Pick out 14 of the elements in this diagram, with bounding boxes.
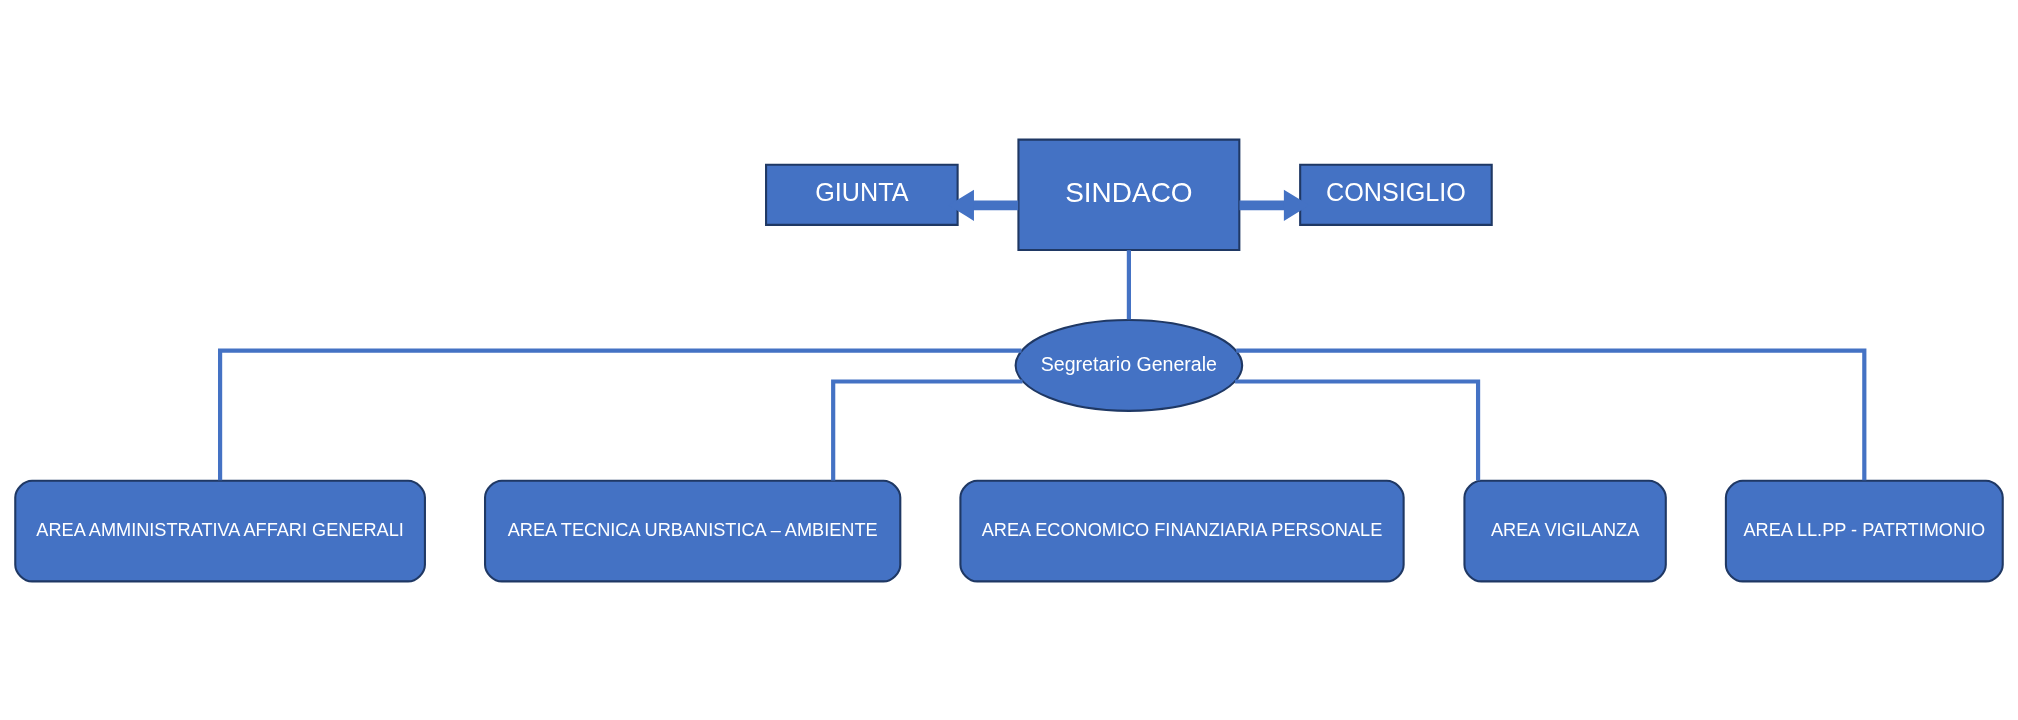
node-box: AREA LL.PP - PATRTIMONIO xyxy=(1724,479,2004,582)
node-box: AREA TECNICA URBANISTICA – AMBIENTE xyxy=(484,479,902,582)
node-ellipse: Segretario Generale xyxy=(1014,318,1244,412)
connector xyxy=(218,348,1022,480)
connector xyxy=(1236,348,1867,480)
node-box: AREA AMMINISTRATIVA AFFARI GENERALI xyxy=(14,479,426,582)
connector xyxy=(1126,249,1131,319)
node-box: GIUNTA xyxy=(765,163,959,226)
connector xyxy=(831,378,1023,480)
node-box: AREA VIGILANZA xyxy=(1463,479,1667,582)
node-box: AREA ECONOMICO FINANZIARIA PERSONALE xyxy=(959,479,1405,582)
node-box: SINDACO xyxy=(1017,138,1241,251)
node-box: CONSIGLIO xyxy=(1299,163,1493,226)
connector xyxy=(1235,378,1481,480)
